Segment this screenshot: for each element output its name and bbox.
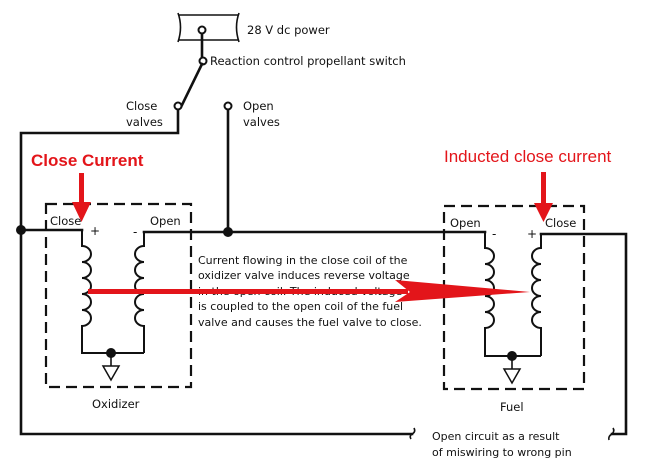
explanation-line: is coupled to the open coil of the fuel xyxy=(198,300,403,313)
open-valves-terminal xyxy=(223,101,233,111)
power-label: 28 V dc power xyxy=(247,23,330,37)
explanation-text: Current flowing in the close coil of the… xyxy=(198,254,422,329)
oxidizer-valve-housing xyxy=(44,202,193,389)
oxidizer-valve: Close Open + - Oxidizer xyxy=(44,202,193,411)
fault-note-line-2: of miswiring to wrong pin xyxy=(432,446,572,459)
explanation-line: Current flowing in the close coil of the xyxy=(198,254,408,267)
fuel-close-label: Close xyxy=(545,216,576,230)
close-current-annotation: Close Current xyxy=(31,151,144,170)
open-circuit-break-right xyxy=(608,427,615,441)
open-circuit-break-left xyxy=(409,427,416,440)
oxidizer-close-label: Close xyxy=(50,214,81,228)
oxidizer-open-coil xyxy=(134,232,145,353)
close-current-arrow xyxy=(72,173,91,222)
fuel-close-return-wire xyxy=(539,232,628,436)
oxidizer-close-polarity: + xyxy=(90,224,100,238)
fuel-valve-label: Fuel xyxy=(500,400,524,414)
fuel-open-polarity: - xyxy=(492,227,496,241)
inducted-close-current-annotation: Inducted close current xyxy=(444,147,612,166)
induction-arrow xyxy=(88,280,530,302)
fuel-close-coil xyxy=(531,234,542,356)
power-source: 28 V dc power xyxy=(177,12,330,60)
oxidizer-open-polarity: - xyxy=(133,225,137,239)
switch-lever[interactable] xyxy=(179,62,204,109)
switch-label: Reaction control propellant switch xyxy=(210,54,406,68)
close-valves-label-1: Close xyxy=(126,99,157,113)
oxidizer-close-coil xyxy=(81,230,144,354)
close-valves-terminal xyxy=(173,101,183,111)
oxidizer-valve-label: Oxidizer xyxy=(92,397,140,411)
fuel-valve: Open Close - + Fuel xyxy=(442,204,586,414)
fuel-ground-icon xyxy=(502,368,522,385)
oxidizer-ground-icon xyxy=(101,365,121,382)
close-valves-label-2: valves xyxy=(126,115,163,129)
propellant-switch[interactable]: Reaction control propellant switch Close… xyxy=(126,54,406,129)
fuel-close-polarity: + xyxy=(527,227,537,241)
fuel-open-label: Open xyxy=(450,216,481,230)
power-bus-bracket xyxy=(177,12,240,43)
explanation-line: oxidizer valve induces reverse voltage xyxy=(198,269,410,282)
fault-note-line-1: Open circuit as a result xyxy=(432,430,560,443)
open-valves-label-1: Open xyxy=(243,99,274,113)
open-valves-label-2: valves xyxy=(243,115,280,129)
close-circuit-wire xyxy=(19,108,414,436)
power-terminal xyxy=(197,25,207,35)
oxidizer-open-label: Open xyxy=(150,214,181,228)
inducted-current-arrow xyxy=(534,172,553,222)
explanation-line: valve and causes the fuel valve to close… xyxy=(198,316,422,329)
